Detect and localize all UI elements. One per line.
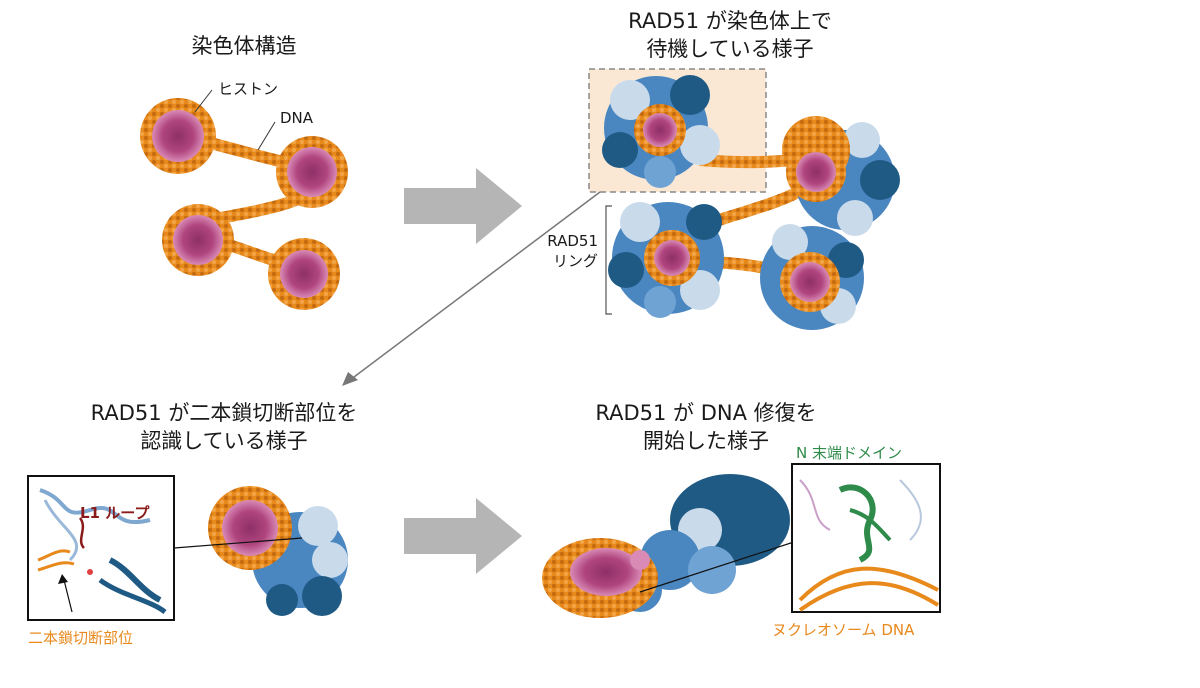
nucleosome: [140, 98, 216, 174]
waiting-title-line1: RAD51 が染色体上で: [628, 9, 832, 33]
transition-arrow: [404, 498, 522, 574]
n-term-label: N 末端ドメイン: [796, 444, 902, 462]
dna-leader-line: [257, 121, 276, 151]
rad51-ring: [782, 116, 900, 236]
transition-arrow: [404, 168, 522, 244]
ring-label-line1: RAD51: [547, 232, 598, 250]
nucleosome: [268, 238, 340, 310]
ring-bracket: [605, 205, 612, 315]
dsb-pointer-head: [58, 574, 68, 584]
ring-label-line2: リング: [553, 252, 598, 270]
inset-leader-line: [639, 539, 801, 593]
recognition-panel: RAD51 が二本鎖切断部位を 認識している様子 L1 ループ 二本鎖切断部位: [27, 401, 358, 647]
chromatin-panel: 染色体構造 ヒストン DNA: [140, 34, 348, 310]
zoom-arrow-line: [349, 191, 601, 381]
rad51-repair-complex: [542, 474, 790, 618]
chromatin-title: 染色体構造: [192, 34, 297, 58]
inset-ribbons: [798, 479, 940, 612]
rad51-ring: [760, 224, 864, 330]
zoom-arrow-head: [342, 372, 358, 386]
repair-panel: RAD51 が DNA 修復を 開始した様子 N 末端ドメイン ヌクレオソーム …: [542, 401, 941, 639]
recognition-title-line2: 認識している様子: [140, 429, 307, 453]
nucleosome: [162, 204, 234, 276]
rad51-ring: [608, 202, 724, 318]
histone-label: ヒストン: [218, 80, 278, 98]
inset-ribbons: [37, 488, 167, 615]
nucleosome: [276, 136, 348, 208]
waiting-panel: RAD51 が染色体上で 待機している様子: [547, 9, 900, 330]
repair-title-line2: 開始した様子: [643, 429, 769, 453]
rad51-nucleosome-complex: [208, 486, 348, 616]
waiting-title-line2: 待機している様子: [646, 37, 813, 61]
l1-loop-label: L1 ループ: [80, 504, 150, 522]
rad51-ring: [602, 75, 720, 188]
nucleosome-dna-label: ヌクレオソーム DNA: [772, 621, 915, 639]
repair-title-line1: RAD51 が DNA 修復を: [595, 401, 816, 425]
histone-leader-line: [194, 89, 213, 113]
recognition-title-line1: RAD51 が二本鎖切断部位を: [91, 401, 358, 425]
dna-label: DNA: [280, 109, 314, 127]
dsb-pointer-line: [63, 579, 73, 613]
dsb-label: 二本鎖切断部位: [28, 629, 133, 647]
inset-leader-line: [173, 537, 303, 549]
